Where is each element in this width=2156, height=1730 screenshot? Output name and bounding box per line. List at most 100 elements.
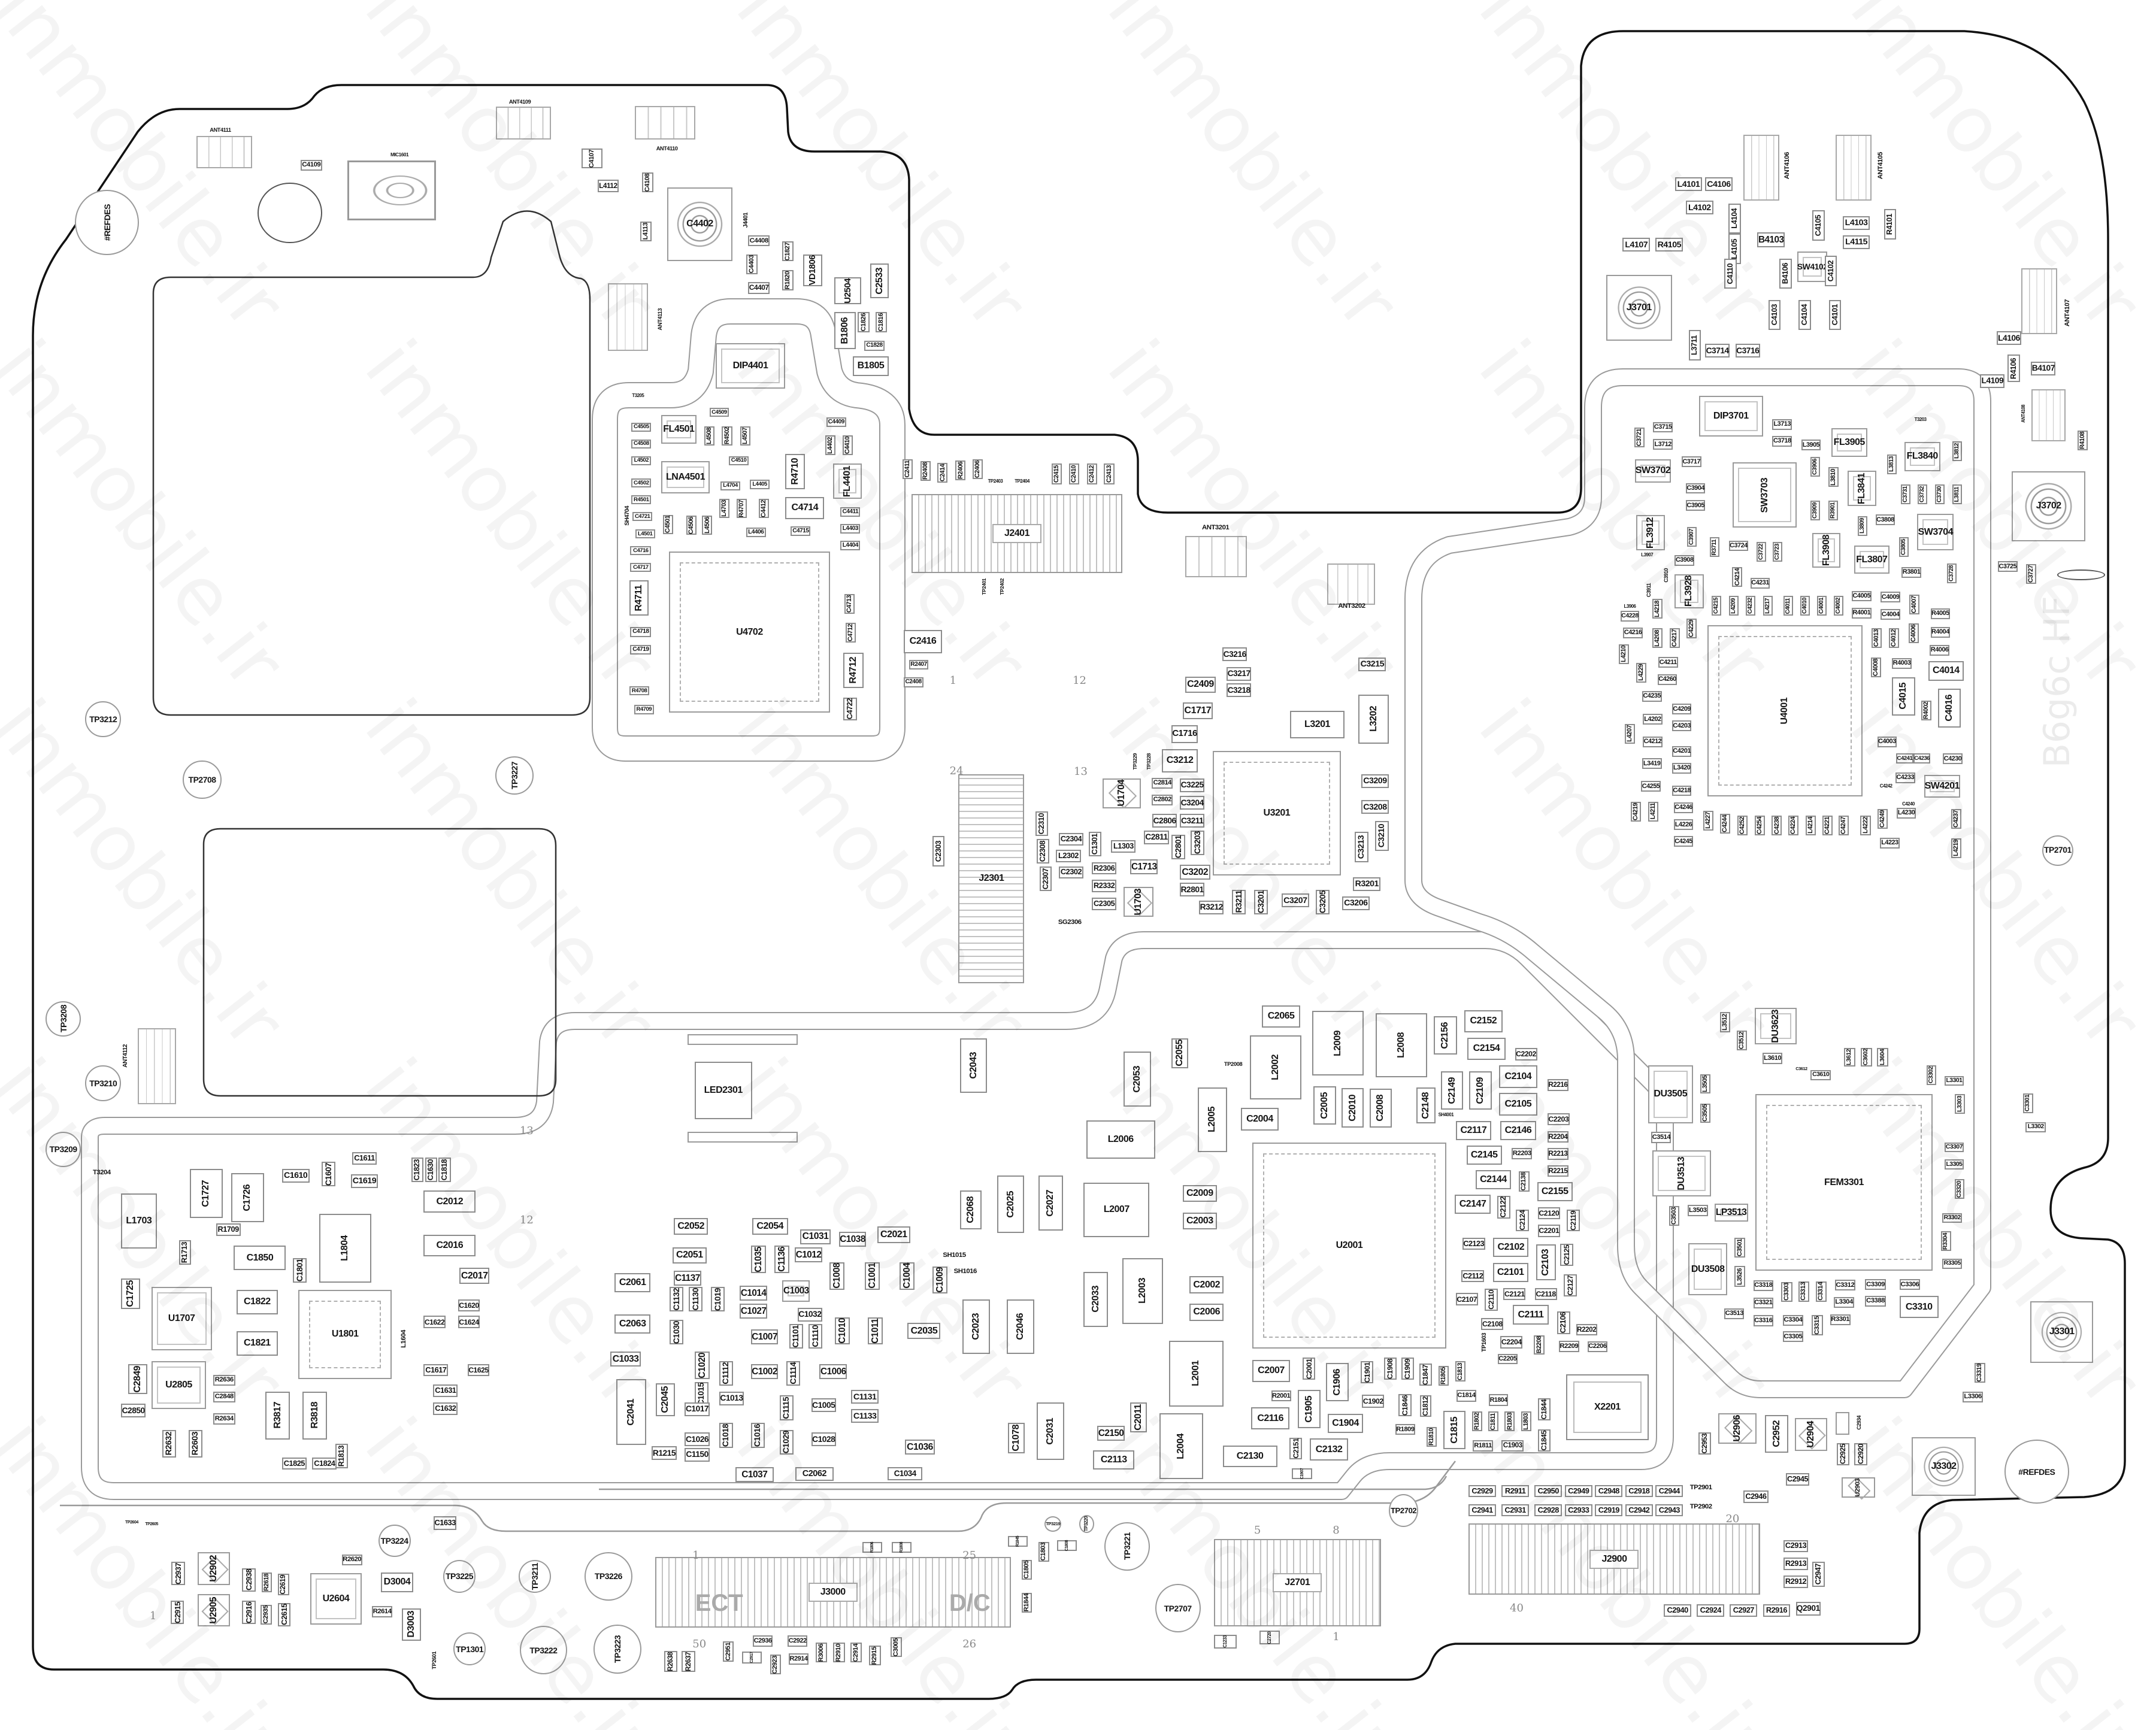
component-label: R2912 xyxy=(1785,1577,1807,1586)
pin-number: 20 xyxy=(1725,1512,1740,1525)
component-c2120: C2120 xyxy=(1537,1207,1560,1220)
component-c3716: C3716 xyxy=(1735,344,1760,357)
component-c3318: C3318 xyxy=(1753,1280,1773,1292)
component-c4011: C4011 xyxy=(1783,596,1794,616)
component-tp2008: TP2008 xyxy=(1223,1060,1244,1069)
component-dip4401: DIP4401 xyxy=(715,343,786,389)
component-c2105: C2105 xyxy=(1498,1092,1538,1116)
component-c3911: C3911 xyxy=(1645,581,1653,599)
component-c2950: C2950 xyxy=(1534,1484,1563,1498)
component-l3809: L3809 xyxy=(1857,516,1867,536)
component-label: J3301 xyxy=(2049,1326,2075,1337)
component-c1622: C1622 xyxy=(423,1316,446,1328)
component-label: L4405 xyxy=(752,481,767,488)
component-c2925: C2925 xyxy=(1836,1443,1849,1465)
component-c1727: C1727 xyxy=(189,1168,223,1219)
component-label: C2052 xyxy=(677,1221,705,1232)
component-label: C1632 xyxy=(435,1403,456,1413)
component-c2045: C2045 xyxy=(656,1383,676,1416)
component-label: C2001 xyxy=(1304,1358,1313,1379)
component-c3727: C3727 xyxy=(2026,564,2037,584)
component-c1112: C1112 xyxy=(719,1361,733,1386)
component-c3209: C3209 xyxy=(1361,774,1389,788)
component-c2104: C2104 xyxy=(1498,1065,1538,1088)
component-r1810: R1810 xyxy=(1426,1426,1437,1447)
component-label: C3716 xyxy=(1736,346,1760,355)
component-label: U4702 xyxy=(736,626,763,637)
component-c1002: C1002 xyxy=(750,1364,779,1379)
component-label: C2929 xyxy=(1471,1486,1493,1495)
component-label: C1029 xyxy=(782,1431,791,1454)
component-label: L2007 xyxy=(1103,1204,1130,1215)
component-r1805: R1805 xyxy=(1438,1365,1449,1386)
component-label: C2950 xyxy=(1537,1486,1560,1495)
component-label: C1078 xyxy=(1010,1425,1021,1452)
component-label: C1901 xyxy=(1362,1362,1371,1383)
component-l4227: L4227 xyxy=(1703,810,1713,831)
component-label: C1828 xyxy=(866,342,883,349)
component-l4405: L4405 xyxy=(750,480,770,489)
component-label: C4717 xyxy=(633,564,649,571)
component-fem3301: FEM3301 xyxy=(1755,1094,1933,1271)
component-label: C4016 xyxy=(1943,694,1954,722)
component-label: TP3222 xyxy=(529,1645,558,1655)
component-label: C1005 xyxy=(812,1400,835,1410)
pin-number: 13 xyxy=(519,1125,534,1138)
component-label: C1816 xyxy=(877,313,885,332)
component-label: C1035 xyxy=(753,1246,764,1272)
component-c3205: C3205 xyxy=(1316,889,1330,914)
component-fl3807: FL3807 xyxy=(1854,546,1889,574)
component-l4230: L4230 xyxy=(1896,807,1916,819)
component-r2636: R2636 xyxy=(213,1375,235,1386)
component-label: J4401 xyxy=(742,213,749,228)
component-label: C1019 xyxy=(713,1287,722,1311)
component-label: C2053 xyxy=(1131,1065,1142,1093)
component-label: C4212 xyxy=(1643,738,1662,746)
component-u2903: U2903 xyxy=(1841,1477,1875,1498)
component-label: J3702 xyxy=(2036,501,2062,511)
component-label: ANT4111 xyxy=(210,126,231,133)
component-label: C2305 xyxy=(1094,899,1115,908)
component-c1001: C1001 xyxy=(865,1262,880,1290)
component-u4702: U4702 xyxy=(668,552,830,713)
pin-number: 1 xyxy=(692,1549,700,1562)
component-label: L4227 xyxy=(1704,812,1712,829)
component-c4212: C4212 xyxy=(1643,736,1663,747)
component-c2949: C2949 xyxy=(1564,1484,1592,1498)
component-label: TP3228 xyxy=(1145,753,1152,770)
component-tp2707: TP2707 xyxy=(1155,1583,1201,1633)
component-label: L4101 xyxy=(1677,179,1700,189)
component-label: C1902 xyxy=(1362,1396,1383,1405)
component-c2929: C2929 xyxy=(1468,1484,1496,1498)
component-label: C4102 xyxy=(1825,260,1835,281)
component-r2408: R2408 xyxy=(920,461,931,481)
component-label: R2913 xyxy=(1785,1559,1807,1568)
component-r4502: R4502 xyxy=(722,426,732,446)
component-label: C2043 xyxy=(968,1052,979,1079)
component-c3908: C3908 xyxy=(1674,555,1695,566)
component-l4112: L4112 xyxy=(597,179,619,193)
component-c2051: C2051 xyxy=(672,1247,707,1264)
component-c2915: C2915 xyxy=(171,1601,184,1625)
component-c3303: C3303 xyxy=(1781,1281,1793,1302)
component-r3817: R3817 xyxy=(265,1391,290,1440)
component-label: TP2401 xyxy=(981,578,988,595)
component-c4245: C4245 xyxy=(1673,836,1694,847)
component-sg2306: SG2306 xyxy=(1053,917,1086,928)
component-l3420: L3420 xyxy=(1671,762,1692,774)
component-sh1016: SH1016 xyxy=(952,1267,979,1277)
component-label: C4244 xyxy=(1721,814,1729,832)
component-r2215: R2215 xyxy=(1547,1165,1568,1177)
component-c4008: C4008 xyxy=(1870,657,1881,677)
component-label: C2054 xyxy=(756,1221,784,1232)
component-c4110: C4110 xyxy=(1724,258,1737,289)
component-label: C1844 xyxy=(1540,1399,1549,1419)
component-label: L3812 xyxy=(1953,443,1960,459)
component-label: B4106 xyxy=(1780,263,1789,284)
component-r2916: R2916 xyxy=(1763,1604,1791,1617)
component-label: C3217 xyxy=(1227,669,1251,678)
component-label: C2101 xyxy=(1497,1267,1524,1278)
component-c4232: C4232 xyxy=(1746,596,1756,616)
component-label: L4202 xyxy=(1644,715,1661,723)
component-c4209: C4209 xyxy=(1671,704,1692,715)
